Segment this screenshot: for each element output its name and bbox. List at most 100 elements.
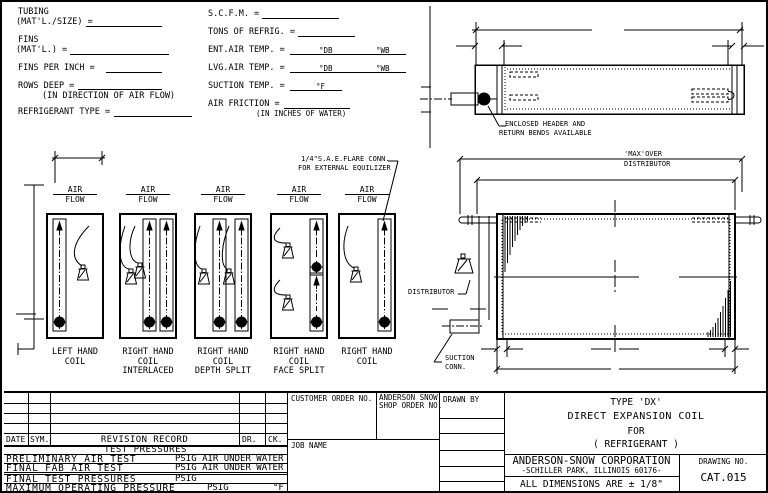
revision-col-line — [50, 393, 51, 445]
caption-line: RIGHT HAND — [122, 347, 174, 357]
feed-curve — [221, 225, 230, 270]
tp-row-line — [4, 483, 287, 484]
caption-line: FACE SPLIT — [273, 366, 325, 376]
fins-label: FINS — [18, 35, 39, 45]
air-flow-top: AIR — [53, 185, 97, 195]
fins-material-label: (MAT'L.) = — [16, 45, 68, 55]
air-flow-bottom: FLOW — [138, 195, 158, 204]
type-title-line2: DIRECT EXPANSION COIL — [567, 411, 705, 422]
coil-diagram-depth-split — [194, 213, 252, 339]
tubing-label: TUBING — [18, 7, 49, 17]
drawing-no-value: CAT.015 — [700, 471, 747, 484]
drawn-by-label: DRAWN BY — [443, 395, 480, 404]
lvg-air-blank — [290, 72, 406, 73]
suction-circle-icon — [234, 315, 249, 329]
tp-row-label: PRELIMINARY AIR TEST — [6, 454, 137, 465]
drawn-by-left-border — [439, 391, 440, 491]
caption-line: COIL — [137, 356, 159, 367]
revision-col-line — [239, 393, 240, 445]
job-name-label: JOB NAME — [291, 441, 328, 450]
lvg-air-label: LVG.AIR TEMP. = — [208, 63, 285, 73]
equalizer-note-line1: 1/4"S.A.E.FLARE CONN. — [301, 155, 390, 163]
tp-row-line — [4, 454, 287, 455]
revision-row-line — [4, 423, 287, 424]
ent-air-blank — [290, 54, 406, 55]
air-friction-label: AIR FRICTION = — [208, 99, 280, 109]
ent-air-wb-unit: °WB — [376, 46, 390, 55]
header-bar — [377, 218, 392, 332]
distributor-icon — [124, 268, 138, 285]
tp-row-value: PSIG — [207, 483, 229, 493]
tp-row-label: MAXIMUM OPERATING PRESSURE — [6, 483, 176, 493]
type-box-bottom — [504, 454, 766, 455]
revision-row-line — [4, 413, 287, 414]
type-title-line3: FOR — [627, 426, 645, 437]
suction-connection-icon — [442, 319, 484, 334]
tp-row-line — [4, 474, 287, 475]
scfm-blank — [262, 18, 339, 19]
drawn-by-row-line — [439, 450, 504, 451]
caption-line: COIL — [288, 356, 310, 367]
coil-diagram-face-split — [270, 213, 328, 339]
tp-row-value: PSIG AIR UNDER WATER — [175, 463, 284, 473]
caption-line: COIL — [212, 356, 234, 367]
header-bar — [52, 218, 67, 332]
fins-per-inch-blank — [106, 72, 162, 73]
distributor-icon — [454, 253, 474, 274]
distributor-tube-fan — [504, 216, 528, 272]
fins-per-inch-label: FINS PER INCH = — [18, 63, 95, 73]
company-box-bottom — [504, 476, 679, 477]
suction-conn-label-line2: CONN. — [445, 363, 467, 371]
revision-bottom-line — [4, 445, 287, 447]
rows-deep-blank — [78, 89, 162, 90]
distributor-tube-fan — [707, 281, 731, 337]
distributor-icon — [349, 266, 363, 283]
scfm-label: S.C.F.M. = — [208, 9, 260, 19]
type-title-line4: ( REFRIGERANT ) — [593, 439, 679, 450]
tp-row-line — [4, 472, 287, 473]
revision-sym-header: SYM. — [30, 435, 50, 444]
ent-air-db-unit: °DB — [319, 46, 333, 55]
lvg-air-db-unit: °DB — [319, 64, 333, 73]
suction-temp-label: SUCTION TEMP. = — [208, 81, 285, 91]
order-box-divider — [376, 391, 377, 439]
refrigerant-type-blank — [114, 116, 192, 117]
air-friction-note: (IN INCHES OF WATER) — [256, 109, 347, 118]
drawn-by-row-line — [439, 481, 504, 482]
shop-order-label-line1: ANDERSON SNOW — [379, 393, 438, 402]
air-friction-blank — [284, 108, 350, 109]
suction-circle-icon — [212, 315, 227, 329]
order-box-bottom — [287, 439, 439, 440]
header-coil-drawing — [420, 6, 764, 148]
ent-air-label: ENT.AIR TEMP. = — [208, 45, 285, 55]
caption-line: RIGHT HAND — [341, 347, 393, 357]
air-flow-bottom: FLOW — [357, 195, 377, 204]
customer-order-label: CUSTOMER ORDER NO. — [291, 394, 373, 403]
tp-row-label: FINAL TEST PRESSURES — [6, 473, 137, 485]
suction-conn-label-line1: SUCTION — [445, 354, 475, 362]
tons-label: TONS OF REFRIG. = — [208, 27, 295, 37]
caption-line: RIGHT HAND — [197, 347, 249, 357]
feed-curve — [119, 225, 130, 270]
suction-circle-icon — [142, 315, 157, 329]
dimensions-note: ALL DIMENSIONS ARE ± 1/8" — [520, 479, 663, 490]
air-flow-top: AIR — [345, 185, 389, 195]
air-flow-top: AIR — [201, 185, 245, 195]
test-pressures-header: TEST PRESSURES — [104, 445, 187, 455]
maxover-label-line2: DISTRIBUTOR — [624, 160, 671, 168]
caption-line: INTERLACED — [122, 366, 174, 376]
type-title-line1: TYPE 'DX' — [610, 397, 662, 408]
caption-line: COIL — [356, 356, 378, 367]
tp-row-line — [4, 463, 287, 464]
tp-row-label: FINAL FAB AIR TEST — [6, 463, 124, 474]
header-bar — [309, 218, 324, 332]
drawn-by-right-border — [504, 391, 505, 491]
distributor-icon — [197, 268, 211, 285]
